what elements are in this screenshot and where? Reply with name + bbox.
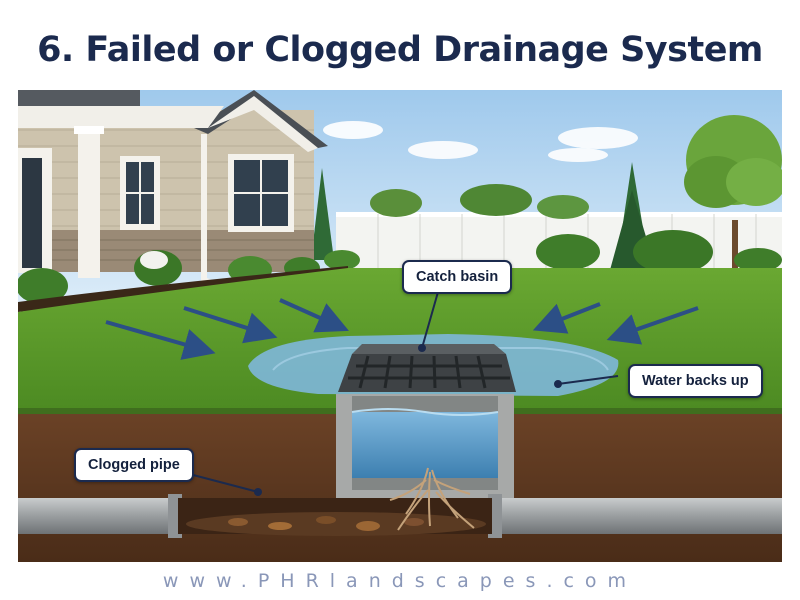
water-backs-up-label: Water backs up	[628, 364, 763, 398]
clouds	[323, 121, 638, 162]
background-trees	[311, 115, 782, 275]
pipe-debris	[186, 512, 486, 536]
website-footer: www.PHRlandscapes.com	[162, 570, 638, 592]
house	[18, 90, 328, 293]
clogged-pipe-label: Clogged pipe	[74, 448, 194, 482]
catch-basin-label: Catch basin	[402, 260, 513, 294]
callout-dots	[254, 344, 562, 496]
runoff-arrows	[105, 298, 699, 360]
drainage-illustration	[18, 90, 782, 562]
tree-roots	[389, 467, 475, 531]
catch-basin-box	[336, 394, 514, 502]
catch-basin-grate	[338, 344, 516, 392]
page-title: 6. Failed or Clogged Drainage System	[37, 30, 763, 70]
